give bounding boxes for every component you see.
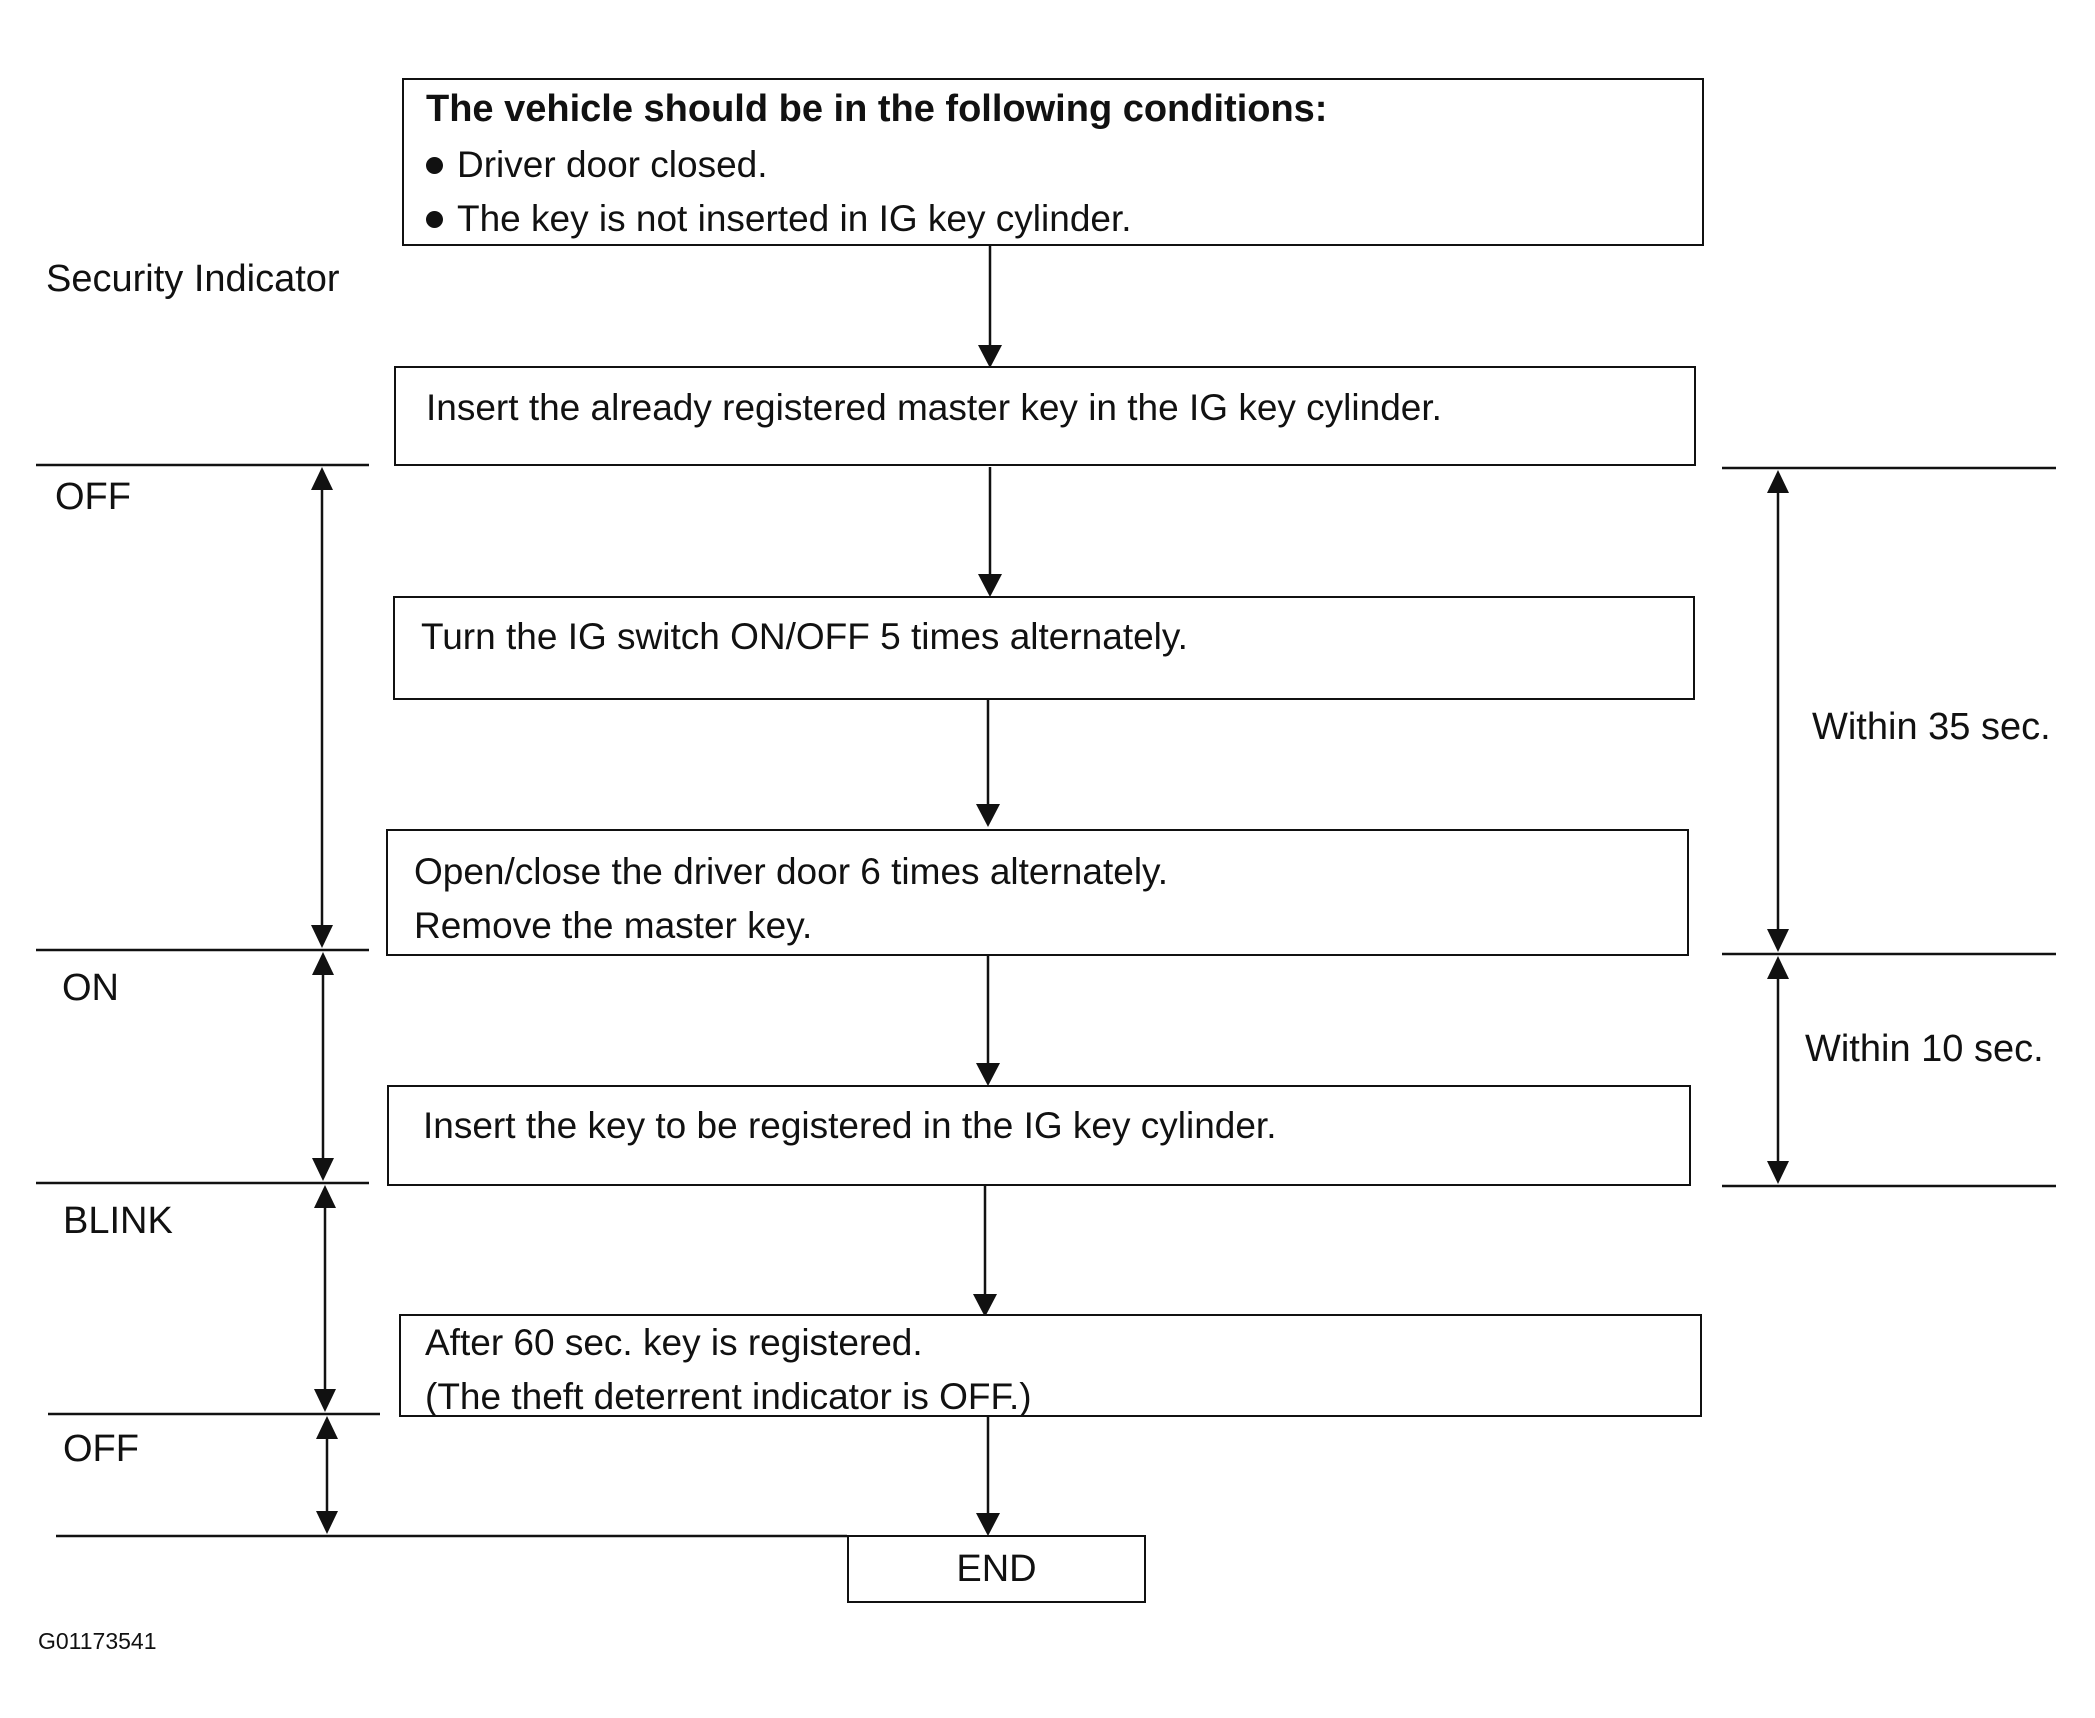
step-text: (The theft deterrent indicator is OFF.) [425,1376,1032,1417]
indicator-heading: Security Indicator [46,258,340,300]
condition-item: Driver door closed. [426,138,1702,192]
condition-item-text: The key is not inserted in IG key cylind… [457,198,1132,239]
condition-item: The key is not inserted in IG key cylind… [426,192,1702,246]
flow-arrowhead-4 [976,1063,1000,1086]
state-label-on: ON [62,967,119,1009]
bullet-icon [426,210,443,228]
timing-arrowhead-up-1 [1767,470,1789,493]
flow-arrowhead-5 [973,1294,997,1317]
state-arrowhead-up-3 [314,1185,336,1208]
step-text: Insert the key to be registered in the I… [423,1105,1277,1146]
step-text: Insert the already registered master key… [426,387,1442,428]
timing-arrowhead-down-1 [1767,929,1789,952]
state-label-blink: BLINK [63,1200,173,1242]
bullet-icon [426,156,443,174]
flow-arrowhead-6 [976,1513,1000,1536]
state-arrowhead-down-4 [316,1511,338,1534]
state-arrowhead-up-1 [311,467,333,490]
timing-arrowhead-down-2 [1767,1161,1789,1184]
state-arrowhead-up-4 [316,1416,338,1439]
timing-label-10: Within 10 sec. [1805,1028,2044,1070]
end-box: END [847,1535,1146,1603]
step-text: Remove the master key. [414,905,813,946]
state-arrowhead-up-2 [312,952,334,975]
step-box-4: Insert the key to be registered in the I… [387,1085,1691,1186]
step-box-5: After 60 sec. key is registered. (The th… [399,1314,1702,1417]
step-box-3: Open/close the driver door 6 times alter… [386,829,1689,956]
state-label-off: OFF [55,476,131,518]
flow-arrowhead-2 [978,574,1002,597]
condition-item-text: Driver door closed. [457,144,768,185]
flow-arrowhead-3 [976,804,1000,827]
step-text: Turn the IG switch ON/OFF 5 times altern… [421,616,1188,657]
end-label: END [956,1547,1037,1590]
state-arrowhead-down-3 [314,1389,336,1412]
state-arrowhead-down-2 [312,1158,334,1181]
figure-code: G01173541 [38,1628,157,1654]
conditions-box: The vehicle should be in the following c… [402,78,1704,246]
step-box-1: Insert the already registered master key… [394,366,1696,466]
flow-arrowhead-1 [978,345,1002,368]
step-text: Open/close the driver door 6 times alter… [414,851,1169,892]
step-box-2: Turn the IG switch ON/OFF 5 times altern… [393,596,1695,700]
timing-arrowhead-up-2 [1767,956,1789,979]
state-arrowhead-down-1 [311,925,333,948]
step-text: After 60 sec. key is registered. [425,1322,923,1363]
conditions-title: The vehicle should be in the following c… [426,88,1328,130]
timing-label-35: Within 35 sec. [1812,706,2051,748]
state-label-off-end: OFF [63,1428,139,1470]
